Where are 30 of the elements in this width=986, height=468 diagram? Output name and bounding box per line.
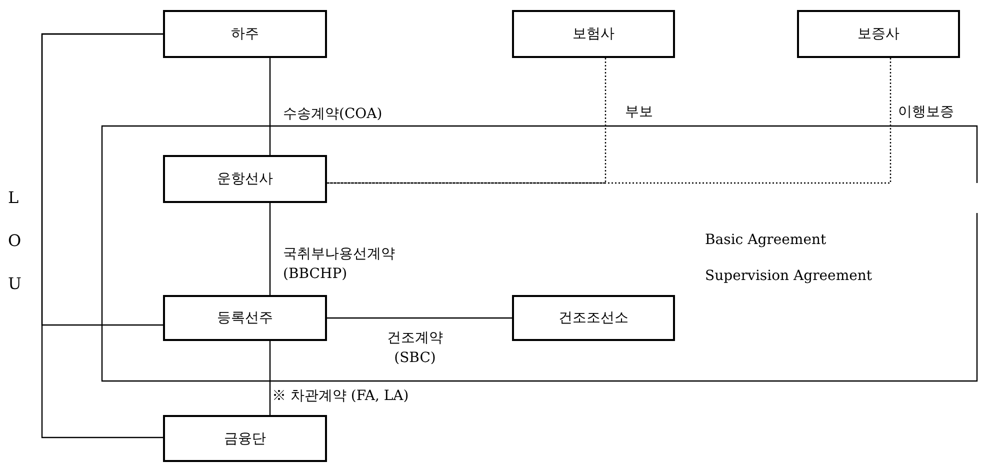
edge-label: 이행보증 — [898, 103, 954, 122]
connector-line — [269, 58, 271, 155]
dotted-line — [327, 58, 892, 184]
entity-box — [797, 10, 960, 58]
edge-label: ※ 차관계약 (FA, LA) — [272, 387, 409, 406]
dotted-line — [327, 58, 606, 184]
node-label: 운항선사 — [217, 170, 273, 188]
node-label: 하주 — [231, 25, 259, 43]
entity-box — [163, 155, 327, 203]
edge-label: 건조계약 (SBC) — [386, 329, 444, 368]
node-label: 보험사 — [572, 25, 614, 43]
node-label: 건조조선소 — [558, 309, 628, 327]
edge-label: 수송계약(COA) — [283, 105, 382, 124]
edge-label: 부보 — [625, 103, 653, 122]
edge-label: LOU — [8, 187, 22, 295]
entity-box — [163, 415, 327, 462]
connector-line — [269, 341, 271, 415]
edge-label: 국취부나용선계약 (BBCHP) — [283, 245, 396, 284]
connector-line — [41, 33, 163, 438]
entity-box — [163, 10, 327, 58]
entity-box — [512, 10, 675, 58]
agreement-label: Supervision Agreement — [705, 267, 872, 286]
connector-line — [327, 317, 512, 319]
node-label: 등록선주 — [217, 309, 273, 327]
node-label: 보증사 — [858, 25, 900, 43]
agreement-label: Basic Agreement — [705, 231, 826, 250]
entity-box — [163, 295, 327, 341]
entity-box — [512, 295, 675, 341]
connector-line — [269, 203, 271, 295]
node-label: 금융단 — [224, 430, 266, 448]
